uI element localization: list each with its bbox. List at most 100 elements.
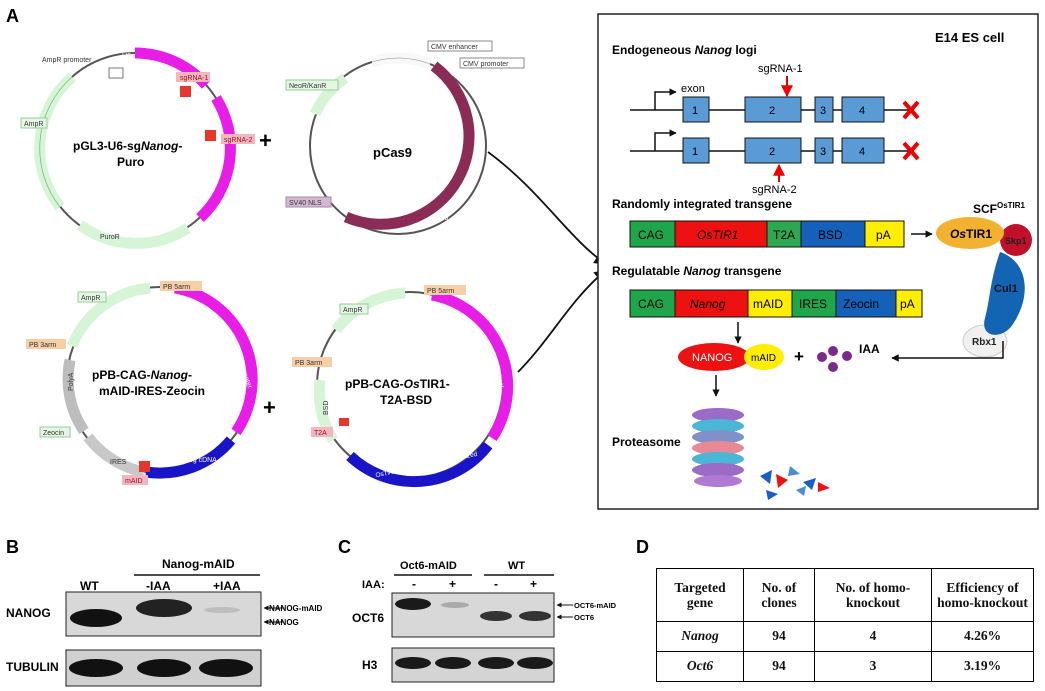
sgrna2-label: sgRNA-2	[752, 184, 797, 196]
treatment-sign: +	[449, 577, 456, 591]
panel-c-label: C	[338, 537, 351, 557]
feature-label: IRES	[110, 459, 127, 466]
feature-label: U6	[122, 53, 131, 60]
exon-number: 1	[692, 146, 698, 158]
arrow-to-cell	[517, 269, 607, 373]
iaa-label: IAA	[859, 342, 880, 356]
ostir1-transgene-construct: CAG OsTIR1 T2A BSD pA	[629, 220, 905, 248]
nanog-western-blot	[65, 591, 262, 637]
ostir1-protein-label: OsTIR1	[950, 227, 992, 241]
blot-row-label: TUBULIN	[6, 660, 59, 674]
table-cell: 94	[743, 650, 815, 683]
plus-sign: +	[259, 128, 272, 153]
plasmid4-name: pPB-CAG-OsTIR1-	[345, 377, 450, 391]
sgrna1-label: sgRNA-1	[758, 63, 803, 75]
sgrna2-marker	[205, 130, 216, 141]
band-label: NANOG	[269, 618, 299, 627]
feature-label: Nanog cDNA	[176, 457, 217, 464]
plasmid3-name: pPB-CAG-Nanog-	[92, 368, 192, 382]
table-header: No. of clones	[743, 568, 815, 622]
tubulin-western-blot	[65, 649, 262, 687]
blot-c-group-label: Oct6-mAID	[400, 560, 457, 572]
band-label: OCT6-mAID	[574, 601, 617, 610]
sgrna1-marker	[180, 86, 191, 97]
construct-part: CAG	[638, 228, 664, 242]
exon-number: 4	[859, 146, 865, 158]
nanog-locus-allele-1: exon 1 2 3 4 sgRNA-1	[630, 63, 920, 123]
scf-ostir1-complex: SCFOsTIR1 OsTIR1 Skp1 Cul1 Rbx1	[936, 201, 1032, 358]
arrow-scf-to-iaa	[891, 341, 1004, 362]
table-row: Oct6 94 3 3.19%	[656, 650, 1034, 683]
construct-part: Zeocin	[843, 297, 879, 311]
feature-label: Zeocin	[43, 430, 64, 437]
skp1-label: Skp1	[1005, 236, 1027, 246]
plasmid-pcas9: CMV enhancer CMV promoter NeoR/KanR SV40…	[285, 40, 525, 235]
knockout-efficiency-table: Targeted gene No. of clones No. of homo-…	[656, 568, 1034, 683]
plasmid3-name-line2: mAID-IRES-Zeocin	[99, 384, 205, 398]
feature-label: AmpR promoter	[42, 57, 92, 64]
plasmid1-name: pGL3-U6-sgNanog-	[73, 139, 182, 153]
exon-number: 4	[859, 105, 865, 117]
table-header-row: Targeted gene No. of clones No. of homo-…	[656, 568, 1034, 622]
table-header: No. of homo-knockout	[814, 568, 932, 622]
proteasome-label: Proteasome	[612, 435, 681, 449]
table-cell: 94	[743, 620, 815, 652]
maid-protein-label: mAID	[751, 353, 776, 364]
construct-part: pA	[900, 297, 915, 311]
regulatable-transgene-title: Regulatable Nanog transgene	[612, 264, 782, 278]
exon-number: 2	[769, 105, 775, 117]
construct-part: OsTIR1	[697, 228, 738, 242]
exon-number: 3	[820, 105, 826, 117]
plasmid-ppb-cag-nanog-maid-ires-zeocin: PB 5arm AmpR PB 3arm PolyA Zeocin IRES m…	[26, 281, 258, 485]
cell-title: E14 ES cell	[935, 30, 1004, 45]
blot-row-label: H3	[362, 658, 378, 672]
plasmid1-name-line2: Puro	[117, 155, 144, 169]
feature-label: PB 3arm	[29, 342, 56, 349]
table-row: Nanog 94 4 4.26%	[656, 620, 1034, 652]
plasmid4-name-line2: T2A-BSD	[380, 393, 432, 407]
construct-part: IRES	[799, 297, 827, 311]
blot-row-label: NANOG	[6, 606, 51, 620]
construct-part: CAG	[638, 297, 664, 311]
table-header: Efficiency of homo-knockout	[931, 568, 1034, 622]
nanog-maid-protein: NANOG mAID	[678, 343, 784, 371]
feature-label: AmpR	[24, 121, 43, 128]
feature-label: sgRNA-2	[224, 137, 253, 144]
feature-label: AmpR	[81, 295, 100, 302]
feature-label: Cas9	[432, 215, 448, 222]
table-cell: Oct6	[656, 650, 744, 683]
nanog-locus-allele-2: 1 2 3 4 sgRNA-2	[630, 129, 920, 196]
feature-label: sgRNA-1	[180, 75, 209, 82]
feature-label: PuroR	[100, 234, 120, 241]
feature-label: SV40 NLS	[289, 200, 322, 207]
feature-label: U6	[203, 97, 212, 104]
arrow-to-cell	[487, 151, 608, 265]
feature-label: PB 3arm	[295, 360, 322, 367]
feature-label: PB 5arm	[427, 288, 454, 295]
feature-label: PolyA	[68, 372, 75, 391]
degraded-fragments-icon	[760, 466, 830, 500]
panel-d-label: D	[636, 537, 649, 557]
oct6-western-blot	[391, 592, 555, 638]
construct-part: Nanog	[690, 297, 726, 311]
feature-label: CMV enhancer	[431, 44, 478, 51]
h3-western-blot	[391, 647, 555, 683]
knockout-x-icon	[902, 100, 920, 120]
proteasome-icon	[692, 408, 744, 487]
panel-a-label: A	[6, 6, 19, 26]
treatment-sign: +	[530, 577, 537, 591]
rbx1-label: Rbx1	[972, 337, 997, 348]
table-header: Targeted gene	[656, 568, 744, 622]
exon-label: exon	[681, 83, 705, 95]
table-cell: Nanog	[656, 620, 744, 652]
scf-label: SCFOsTIR1	[973, 201, 1026, 216]
knockout-x-icon	[902, 141, 920, 161]
band-label: NANOG-mAID	[269, 604, 323, 613]
table-cell: 4.26%	[931, 620, 1034, 652]
plasmid-ppb-cag-ostir1-t2a-bsd: PB 5arm AmpR PB 3arm BSD T2A CAG Promote…	[292, 285, 514, 488]
table-cell: 3	[814, 650, 932, 683]
feature-label: BSD	[323, 401, 330, 415]
random-transgene-title: Randomly integrated transgene	[612, 197, 792, 211]
construct-part: mAID	[753, 297, 783, 311]
